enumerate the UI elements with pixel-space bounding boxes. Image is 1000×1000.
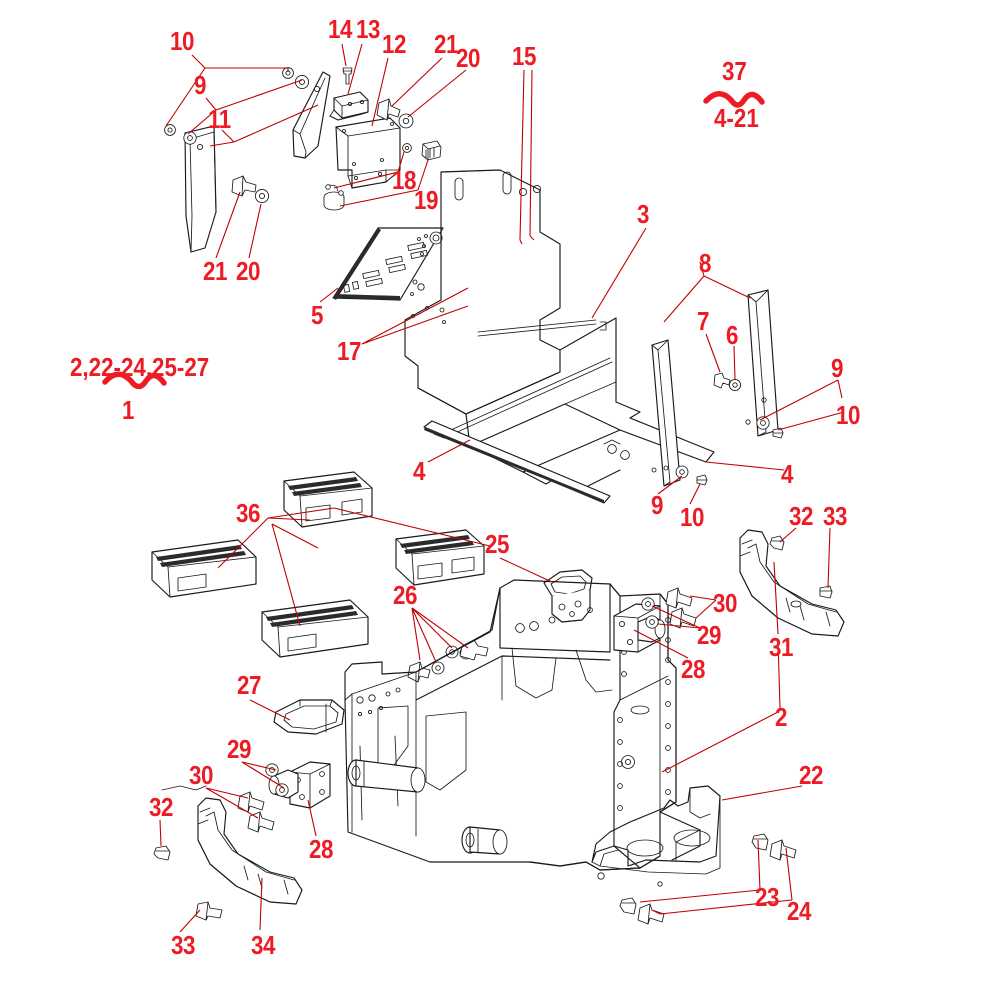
- leader-lines: [159, 43, 845, 933]
- callout-29-right[interactable]: 29: [697, 620, 722, 650]
- part-28-pivot-block-left: [161, 761, 331, 833]
- brace-37-bottom-label: 4-21: [714, 103, 759, 133]
- fastener-24-a: [769, 839, 797, 861]
- callout-20-lower[interactable]: 20: [236, 256, 261, 286]
- fastener-32-lower: [153, 845, 171, 861]
- brace-1-top-label: 2,22-24,25-27: [70, 352, 210, 382]
- callout-10-right[interactable]: 10: [836, 400, 861, 430]
- callout-34[interactable]: 34: [251, 930, 276, 960]
- part-group-26-fasteners: [407, 639, 489, 683]
- callout-30-lower[interactable]: 30: [189, 760, 214, 790]
- fastener-26-a: [407, 661, 431, 683]
- callout-8[interactable]: 8: [699, 248, 712, 278]
- callout-28-right[interactable]: 28: [681, 654, 706, 684]
- callout-28-lower[interactable]: 28: [309, 834, 334, 864]
- fastener-23-b: [619, 897, 637, 915]
- callout-36[interactable]: 36: [236, 498, 261, 528]
- fastener-30-left-b: [247, 811, 275, 833]
- fastener-10-right: [772, 427, 784, 439]
- callout-26[interactable]: 26: [393, 580, 418, 610]
- callout-23[interactable]: 23: [755, 882, 780, 912]
- part-4-flat-bar: [423, 420, 611, 504]
- callout-21-upper[interactable]: 21: [434, 29, 459, 59]
- callout-9-right[interactable]: 9: [831, 353, 844, 383]
- callout-4-right[interactable]: 4: [781, 459, 794, 489]
- fastener-30-a: [665, 587, 693, 609]
- callout-19[interactable]: 19: [414, 185, 439, 215]
- part-5-control-panel: [332, 227, 444, 301]
- part-22-bumper: [591, 785, 797, 925]
- fastener-33-upper: [819, 585, 833, 599]
- part-27-ring: [273, 699, 345, 735]
- brace-1-bottom-label: 1: [122, 395, 135, 425]
- fastener-21-upper: [376, 98, 401, 121]
- part-36-rail-a: [283, 471, 373, 528]
- callout-11[interactable]: 11: [208, 104, 231, 134]
- part-36-rail-b: [151, 539, 257, 598]
- brace-1-shape: [102, 371, 167, 390]
- part-group-upper-left-bracket: [164, 67, 331, 253]
- callout-33-lower[interactable]: 33: [171, 930, 196, 960]
- fastener-23-a: [751, 833, 769, 851]
- callout-10-upper-left[interactable]: 10: [170, 26, 195, 56]
- callout-9-upper-left[interactable]: 9: [194, 70, 207, 100]
- callout-18[interactable]: 18: [392, 165, 417, 195]
- callout-9-lower[interactable]: 9: [651, 490, 664, 520]
- callout-17[interactable]: 17: [337, 336, 362, 366]
- callout-21-lower[interactable]: 21: [203, 256, 228, 286]
- callout-29-lower[interactable]: 29: [227, 734, 252, 764]
- fastener-21-lower: [231, 175, 257, 197]
- part-2-main-chassis: [344, 579, 701, 871]
- callout-15[interactable]: 15: [512, 41, 537, 71]
- callout-10-lower[interactable]: 10: [680, 502, 705, 532]
- callout-14[interactable]: 14: [328, 14, 353, 44]
- part-31-curved-arm: [739, 529, 845, 637]
- callout-27[interactable]: 27: [237, 670, 262, 700]
- callout-32-lower[interactable]: 32: [149, 792, 174, 822]
- fastener-24-b: [637, 903, 665, 925]
- brace-37-top-label: 37: [722, 56, 747, 86]
- fastener-7: [713, 372, 731, 389]
- callout-5[interactable]: 5: [311, 300, 324, 330]
- brace-37-shape: [703, 91, 765, 108]
- part-28-pivot-block-right: [613, 587, 697, 653]
- callout-12[interactable]: 12: [382, 29, 407, 59]
- part-34-curved-arm: [153, 797, 303, 921]
- callout-33-upper[interactable]: 33: [823, 501, 848, 531]
- fastener-10-left: [696, 474, 708, 486]
- fastener-33-lower: [195, 901, 223, 921]
- callout-3[interactable]: 3: [637, 199, 650, 229]
- fastener-14: [342, 67, 353, 85]
- part-19-clamp: [421, 140, 442, 161]
- callout-30-right[interactable]: 30: [713, 588, 738, 618]
- part-group-36-rails: [151, 471, 485, 658]
- axle-stub-lower: [461, 826, 508, 855]
- callout-6[interactable]: 6: [726, 320, 739, 350]
- callout-32-upper[interactable]: 32: [789, 501, 814, 531]
- part-18-canister: [323, 184, 345, 211]
- part-36-rail-d: [395, 529, 485, 586]
- callout-13[interactable]: 13: [356, 14, 381, 44]
- callout-2[interactable]: 2: [775, 702, 788, 732]
- part-25-mount: [543, 569, 593, 623]
- part-group-angle-supports: [651, 289, 784, 487]
- callout-25[interactable]: 25: [485, 529, 510, 559]
- callout-20-upper[interactable]: 20: [456, 43, 481, 73]
- callout-4-left[interactable]: 4: [413, 456, 426, 486]
- axle-stub-upper: [347, 759, 426, 793]
- fastener-32-upper: [769, 535, 785, 551]
- callout-22[interactable]: 22: [799, 760, 824, 790]
- part-group-top-center: [323, 67, 442, 211]
- callout-24[interactable]: 24: [787, 896, 812, 926]
- part-36-rail-c: [261, 599, 369, 658]
- callout-7[interactable]: 7: [697, 306, 710, 336]
- fastener-26-b: [459, 639, 489, 661]
- callout-31[interactable]: 31: [769, 632, 794, 662]
